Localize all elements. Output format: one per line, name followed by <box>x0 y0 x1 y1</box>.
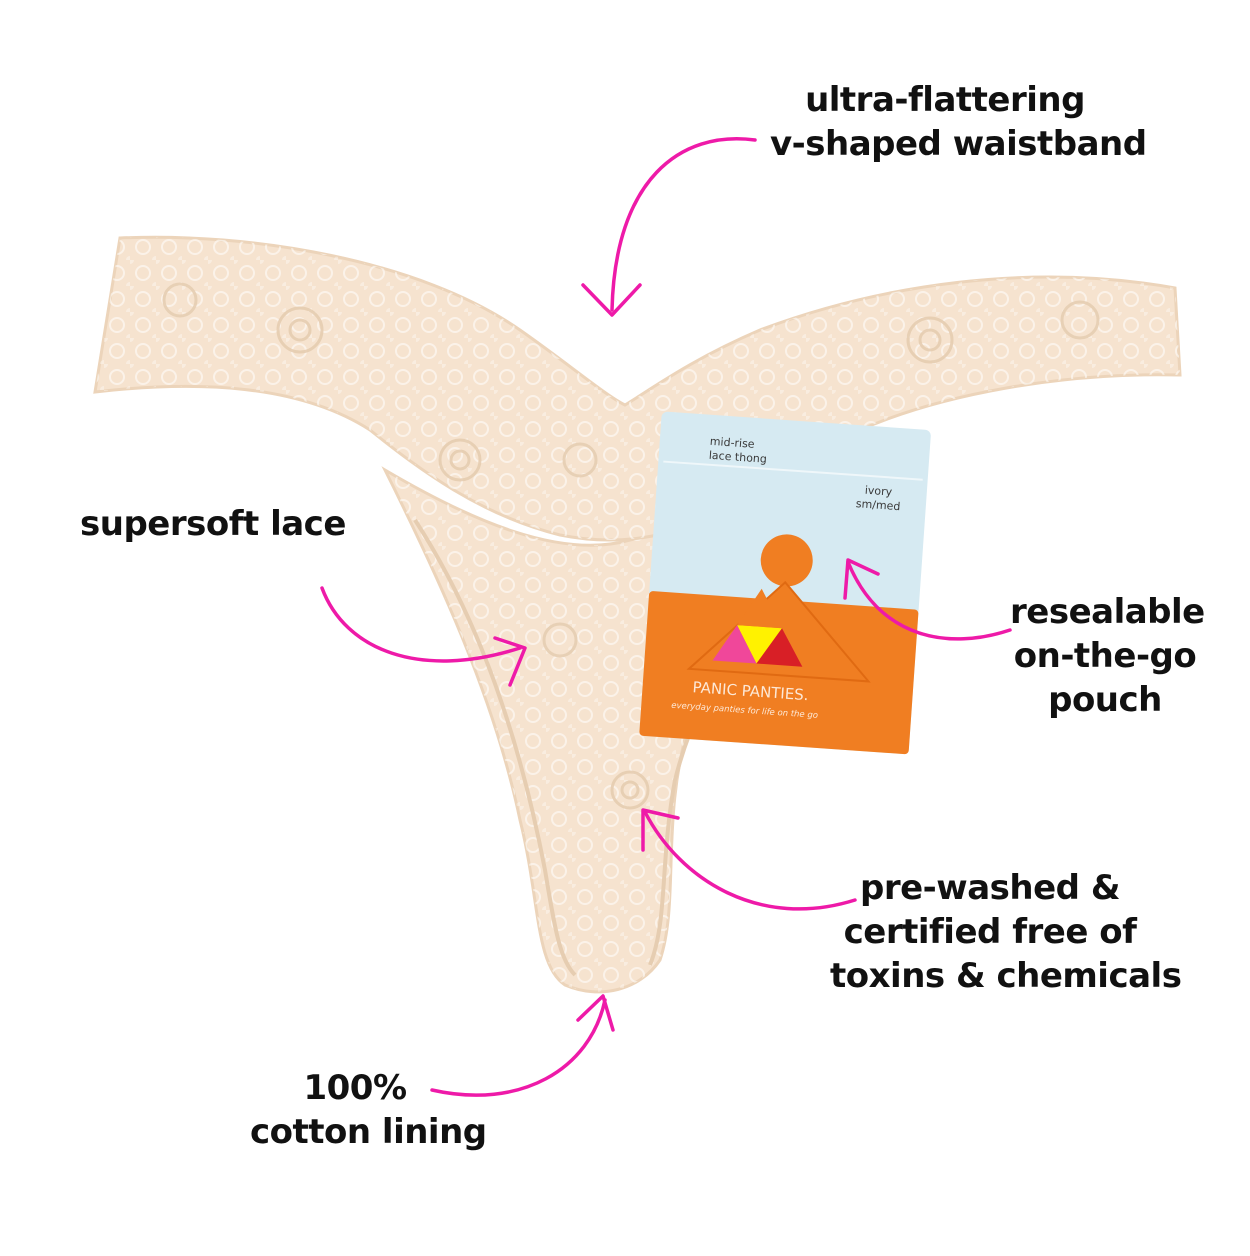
callout-cotton-lining: 100% cotton lining <box>250 1068 487 1152</box>
arrow-washed <box>643 810 857 911</box>
arrow-lace <box>320 586 522 663</box>
pouch-style-line1: mid-rise <box>709 435 755 451</box>
pouch-color-line1: ivory <box>864 484 893 499</box>
arrow-pouch <box>846 560 1012 641</box>
callout-lace: supersoft lace <box>80 504 346 544</box>
pouch-package <box>639 411 931 755</box>
callout-pouch: resealable on-the-go pouch <box>1010 592 1205 720</box>
pouch-color-line2: sm/med <box>855 497 900 513</box>
arrow-lining <box>430 998 607 1097</box>
pouch-style-line2: lace thong <box>708 449 767 466</box>
callout-waistband: ultra-flattering v-shaped waistband <box>770 80 1147 164</box>
arrow-waistband <box>610 137 757 312</box>
callout-prewashed: pre-washed & certified free of toxins & … <box>830 868 1182 996</box>
